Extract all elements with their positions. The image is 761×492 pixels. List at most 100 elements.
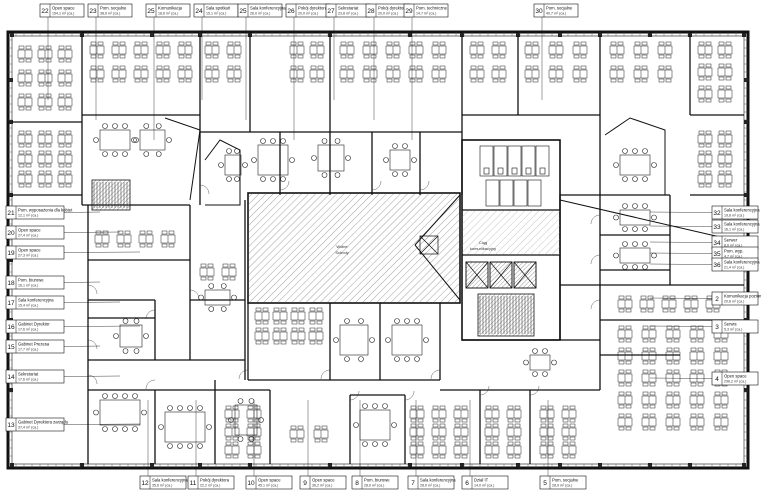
leader-line (649, 377, 713, 379)
column (408, 33, 412, 37)
desk-cluster (548, 41, 564, 59)
desk-cluster (491, 65, 507, 83)
desk-cluster (89, 65, 105, 83)
room-number: 36 (713, 262, 721, 269)
desk-cluster (17, 130, 33, 148)
desk-cluster (177, 65, 193, 83)
atrium-label-line1: Wolne (336, 244, 348, 249)
room-area: 27,3 m² (ca.) (18, 254, 38, 258)
column (248, 463, 252, 467)
room-area: 28,0 m² (ca.) (420, 484, 440, 488)
desk-cluster (697, 85, 713, 103)
room-number: 3 (715, 324, 719, 331)
room-name: Open space (18, 248, 41, 253)
desk-cluster (548, 65, 564, 83)
room-number: 21 (7, 210, 15, 217)
desk-cluster (37, 170, 53, 188)
room-area: 28,9 m² (ca.) (552, 484, 572, 488)
room-number: 6 (465, 480, 469, 487)
desk-cluster (409, 441, 425, 459)
room-number: 35 (713, 251, 721, 258)
room-name: Serwis (724, 322, 737, 327)
desk-cluster (254, 307, 270, 325)
desk-cluster (431, 441, 447, 459)
room-number: 16 (7, 324, 15, 331)
wc-bowl (539, 167, 546, 175)
room-number: 7 (411, 480, 415, 487)
leader-line (649, 252, 713, 254)
room-name: Gabinet Dyrektor (18, 322, 50, 327)
desk-cluster (57, 130, 73, 148)
room-name: Sala konferencyjna (152, 478, 188, 483)
desk-cluster (697, 63, 713, 81)
atrium-label-line2: Schody (335, 250, 348, 255)
wc-bowl (525, 167, 532, 175)
desk-cluster (431, 423, 447, 441)
meeting-table (613, 241, 657, 270)
desk-cluster (362, 65, 378, 83)
leader-line (63, 231, 121, 233)
desk-cluster (524, 41, 540, 59)
column (9, 120, 13, 124)
column (648, 463, 652, 467)
desk-cluster (409, 423, 425, 441)
wc-bowl (497, 167, 504, 175)
meeting-table (218, 148, 248, 182)
room-number: 23 (89, 8, 97, 15)
desk-cluster (111, 65, 127, 83)
desk-cluster (37, 130, 53, 148)
room-name: Sala konferencyjna (724, 208, 760, 213)
leader-line (63, 375, 121, 377)
meeting-table (133, 123, 172, 157)
wc-cubicle (527, 179, 542, 207)
desk-cluster (313, 425, 329, 443)
desk-cluster (272, 327, 288, 345)
room-area: 15,4 m² (ca.) (18, 304, 38, 308)
room-area: 14,0 m² (ca.) (474, 484, 494, 488)
room-number: 15 (7, 344, 15, 351)
room-area: 17,7 m² (ca.) (18, 348, 38, 352)
room-area: 20,0 m² (ca.) (378, 12, 398, 16)
desk-cluster (177, 41, 193, 59)
leader-line (63, 345, 101, 347)
desk-cluster (308, 307, 324, 325)
desk-cluster (561, 405, 577, 423)
desk-cluster (204, 65, 220, 83)
room-name: Pom. techniczne (416, 6, 448, 11)
desk-cluster (224, 441, 240, 459)
room-area: 40,7 m² (ca.) (546, 12, 566, 16)
column (744, 120, 748, 124)
leader-line (649, 325, 713, 327)
room-number: 25 (239, 8, 247, 15)
wc-cubicles (479, 145, 550, 207)
desk-cluster (609, 41, 625, 59)
room-number: 32 (713, 210, 721, 217)
desk-cluster (717, 41, 733, 59)
room-name: Open space (52, 6, 75, 11)
desk-cluster (17, 69, 33, 87)
room-area: 45,1 m² (ca.) (258, 484, 278, 488)
room-number: 26 (287, 8, 295, 15)
desk-cluster (561, 441, 577, 459)
door-swing (529, 385, 540, 396)
room-area: 17,6 m² (ca.) (18, 328, 38, 332)
wc-cubicle (507, 145, 522, 177)
meeting-table (228, 398, 264, 442)
wc-cubicle (479, 145, 494, 177)
hatched-zones (91, 179, 560, 337)
interior-walls (12, 36, 744, 464)
room-name: Sekretariat (18, 372, 39, 377)
desk-cluster (57, 150, 73, 168)
column (688, 33, 692, 37)
desk-cluster (633, 41, 649, 59)
room-number: 22 (41, 8, 49, 15)
desk-cluster (160, 230, 176, 248)
room-name: Sala konferencyjna (420, 478, 456, 483)
desk-cluster (617, 391, 633, 409)
